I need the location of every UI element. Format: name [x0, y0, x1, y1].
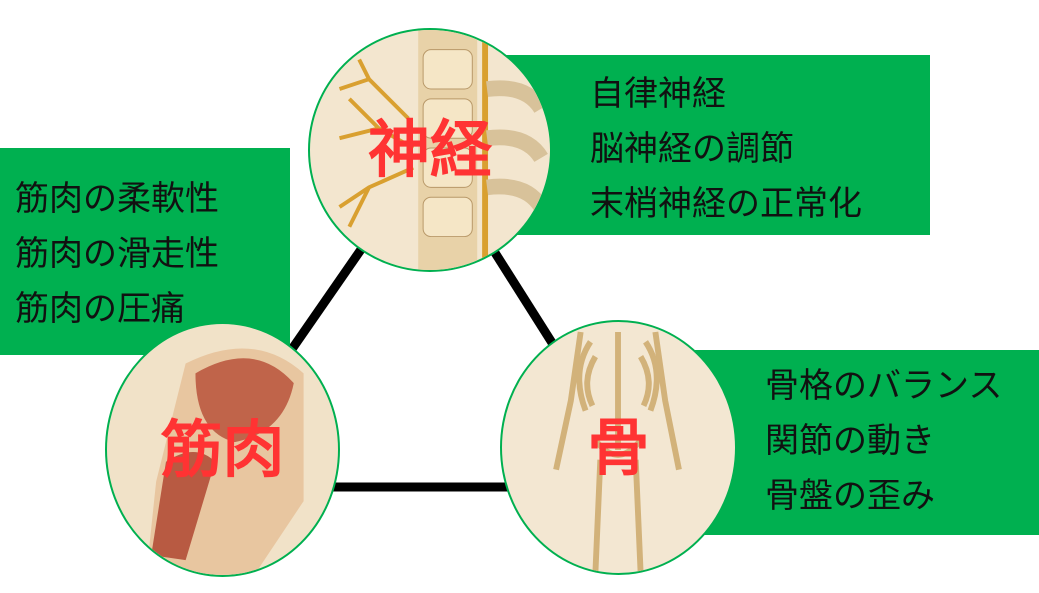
muscle-item: 筋肉の圧痛 [15, 289, 185, 329]
nerve-item: 脳神経の調節 [590, 129, 794, 169]
nerve-item: 末梢神経の正常化 [590, 184, 862, 224]
nerve-item: 自律神経 [590, 74, 726, 114]
nerve-label: 神経 [367, 113, 493, 186]
muscle-item: 筋肉の滑走性 [15, 234, 219, 274]
skeleton-illustration [553, 331, 682, 573]
muscle-circle: 筋肉 [105, 322, 340, 577]
bone-info-box: 骨格のバランス 関節の動き 骨盤の歪み [690, 350, 1039, 535]
arm-muscle-illustration [146, 348, 304, 575]
muscle-info-box: 筋肉の柔軟性 筋肉の滑走性 筋肉の圧痛 [0, 148, 290, 355]
spine-nerve-illustration [338, 30, 548, 270]
bone-item: 骨盤の歪み [765, 476, 935, 516]
bone-item: 骨格のバランス [765, 366, 1003, 406]
nerve-info-box: 自律神経 脳神経の調節 末梢神経の正常化 [497, 55, 930, 235]
bone-circle: 骨 [500, 320, 737, 575]
muscle-label: 筋肉 [160, 412, 285, 486]
muscle-item: 筋肉の柔軟性 [15, 179, 219, 219]
bone-label: 骨 [587, 410, 650, 484]
nerve-circle: 神経 [308, 28, 552, 272]
bone-item: 関節の動き [765, 421, 935, 461]
